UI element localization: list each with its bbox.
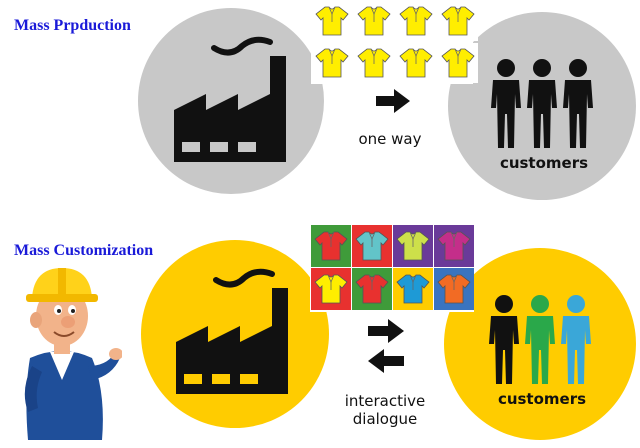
- customer-person-icon: [489, 295, 519, 384]
- shirt-icon: [352, 268, 392, 310]
- customers-group-icon-top: [491, 59, 593, 148]
- arrow-right-icon: [376, 89, 410, 113]
- shirt-icon: [396, 43, 436, 83]
- customers-group-icon-bottom: [489, 295, 591, 384]
- customer-person-icon: [491, 59, 521, 148]
- shirt-icon: [438, 43, 478, 83]
- shirt-icon: [396, 1, 436, 41]
- shirt-icon: [311, 225, 351, 267]
- shirt-grid-mass: [311, 0, 478, 84]
- mass-production-title: Mass Prpduction: [14, 17, 131, 34]
- exchange-arrows-icon: [368, 319, 404, 373]
- customer-person-icon: [527, 59, 557, 148]
- factory-icon: [176, 268, 288, 394]
- flow-label-interactive: interactive: [344, 392, 426, 410]
- mass-customization-title: Mass Customization: [14, 242, 154, 259]
- factory-icon: [174, 36, 286, 162]
- shirt-icon: [438, 1, 478, 41]
- shirt-icon: [311, 268, 351, 310]
- worker-character: [24, 268, 122, 440]
- shirt-icon: [354, 1, 394, 41]
- shirt-icon: [393, 268, 433, 310]
- flow-label-one-way: one way: [358, 130, 422, 148]
- shirt-icon: [434, 225, 474, 267]
- shirt-icon: [354, 43, 394, 83]
- shirt-icon: [312, 1, 352, 41]
- customer-person-icon: [563, 59, 593, 148]
- shirt-icon: [434, 268, 474, 310]
- customer-person-icon: [525, 295, 555, 384]
- customers-label-bottom: customers: [497, 390, 587, 408]
- flow-label-dialogue: dialogue: [352, 410, 418, 428]
- customer-person-icon: [561, 295, 591, 384]
- shirt-icon: [352, 225, 392, 267]
- shirt-grid-custom: [310, 224, 474, 312]
- shirt-icon: [312, 43, 352, 83]
- customers-label-top: customers: [499, 154, 589, 172]
- shirt-icon: [393, 225, 433, 267]
